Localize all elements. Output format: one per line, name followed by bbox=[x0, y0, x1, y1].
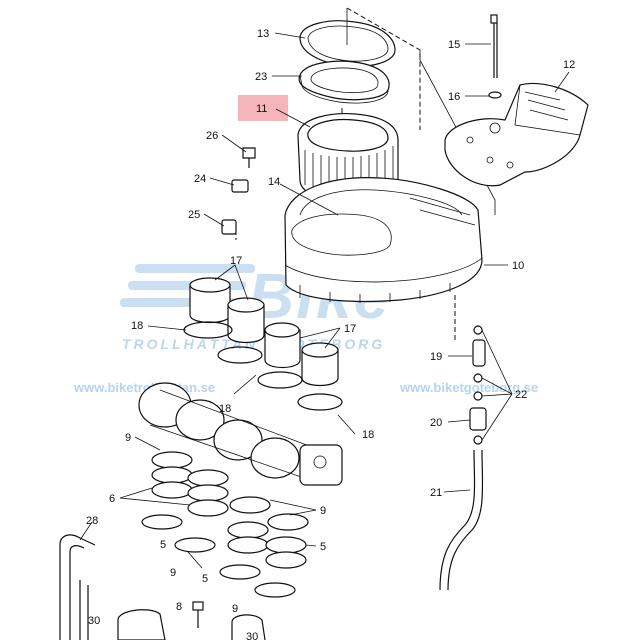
joint-4 bbox=[301, 342, 339, 387]
label-part-28: 28 bbox=[86, 515, 98, 527]
label-part-19: 19 bbox=[430, 351, 442, 363]
label-part-6: 6 bbox=[109, 493, 115, 505]
label-part-10: 10 bbox=[512, 260, 524, 272]
watermark-url-right: www.biketgoteborg.se bbox=[399, 380, 538, 395]
carburetor-assembly bbox=[138, 382, 343, 486]
label-part-23: 23 bbox=[255, 71, 267, 83]
clamps-9 bbox=[141, 514, 296, 598]
label-part-16: 16 bbox=[448, 91, 460, 103]
label-part-30-right: 30 bbox=[246, 631, 258, 640]
part-18-rings bbox=[183, 321, 343, 411]
part-20-filter bbox=[469, 407, 487, 431]
label-part-9-d: 9 bbox=[232, 603, 238, 615]
part-8-screw bbox=[192, 601, 204, 628]
label-part-15: 15 bbox=[448, 39, 460, 51]
part-15-bolt bbox=[490, 14, 498, 78]
label-part-17-top: 17 bbox=[230, 255, 242, 267]
part-10-air-filter-case bbox=[284, 177, 483, 303]
part-16-washer bbox=[488, 91, 502, 99]
part-21-hose bbox=[439, 449, 484, 591]
label-part-5-c: 5 bbox=[202, 573, 208, 585]
label-part-9-b: 9 bbox=[320, 505, 326, 517]
part-12-duct-cover bbox=[444, 82, 589, 187]
label-part-12: 12 bbox=[563, 59, 575, 71]
label-part-30-left: 30 bbox=[88, 615, 100, 627]
joint-2 bbox=[227, 297, 265, 344]
label-part-9-a: 9 bbox=[125, 432, 131, 444]
label-part-11: 11 bbox=[256, 103, 267, 115]
label-part-17-mid: 17 bbox=[344, 323, 356, 335]
joint-3 bbox=[264, 322, 301, 369]
label-part-18-mid: 18 bbox=[219, 403, 231, 415]
part-22-clips bbox=[473, 325, 483, 445]
joint-1 bbox=[189, 277, 231, 324]
part-25-grommet bbox=[221, 219, 237, 235]
bottom-bracket bbox=[117, 609, 266, 640]
label-part-8: 8 bbox=[176, 601, 182, 613]
lower-joints bbox=[141, 451, 309, 598]
joint-row-1 bbox=[151, 451, 193, 499]
label-part-25: 25 bbox=[188, 209, 200, 221]
part-24-collar bbox=[231, 179, 249, 193]
label-part-5-a: 5 bbox=[320, 541, 326, 553]
joint-row-3 bbox=[227, 496, 271, 554]
part-19-hose bbox=[472, 339, 486, 367]
part-13-gasket bbox=[299, 20, 396, 67]
joint-row-2 bbox=[187, 469, 229, 517]
part-labels: 13 23 11 26 24 25 14 15 16 12 10 17 17 1… bbox=[86, 28, 575, 640]
label-part-18-right: 18 bbox=[362, 429, 374, 441]
part-28-cable bbox=[59, 534, 96, 640]
label-part-24: 24 bbox=[194, 173, 206, 185]
label-part-13: 13 bbox=[257, 28, 269, 40]
label-part-14: 14 bbox=[268, 176, 280, 188]
label-part-9-c: 9 bbox=[170, 567, 176, 579]
part-26-screw bbox=[242, 147, 256, 168]
part-17-joints bbox=[189, 277, 339, 387]
leader-lines bbox=[79, 32, 570, 569]
part-23-holder bbox=[298, 60, 390, 104]
label-part-18-left: 18 bbox=[131, 320, 143, 332]
label-part-20: 20 bbox=[430, 417, 442, 429]
label-part-22: 22 bbox=[515, 389, 527, 401]
label-part-21: 21 bbox=[430, 487, 442, 499]
label-part-26: 26 bbox=[206, 130, 218, 142]
highlight-box-part-11 bbox=[238, 95, 288, 121]
label-part-5-b: 5 bbox=[160, 539, 166, 551]
joint-row-4 bbox=[265, 513, 309, 569]
